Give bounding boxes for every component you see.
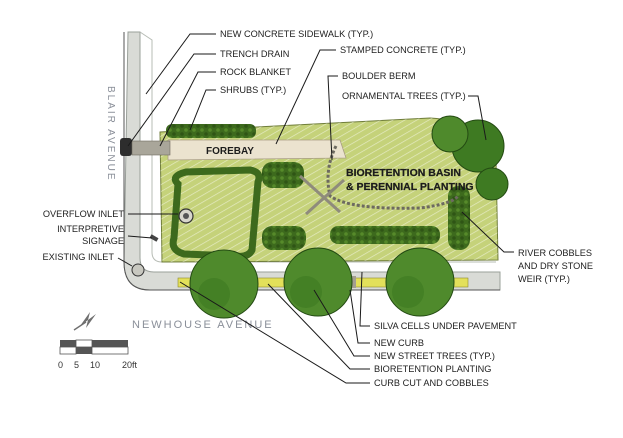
stamped-concrete-path	[167, 139, 347, 161]
existing-inlet	[131, 263, 145, 277]
callout-existing-inlet: EXISTING INLET	[43, 252, 115, 262]
callout-silva: SILVA CELLS UNDER PAVEMENT	[374, 321, 517, 331]
callout-stamped: STAMPED CONCRETE (TYP.)	[340, 45, 466, 55]
leader-river-cobbles	[461, 211, 514, 253]
scale-tick-20ft: 20ft	[122, 360, 138, 370]
street-tree-shade	[198, 278, 230, 310]
shrub-mass-right	[448, 186, 470, 250]
leader-boulder	[327, 75, 338, 161]
callout-river-cobbles-1: RIVER COBBLES	[518, 248, 592, 258]
leader-shrubs	[189, 89, 216, 131]
scale-bar	[59, 339, 129, 355]
callout-rock-blanket: ROCK BLANKET	[220, 67, 291, 77]
scale-tick-10: 10	[90, 360, 100, 370]
street-tree-shade	[290, 276, 322, 308]
leader-street-trees	[313, 289, 370, 357]
leader-silva	[359, 271, 370, 327]
trench-drain	[120, 138, 132, 156]
shrub-mass-center-low	[262, 226, 306, 250]
callout-boulder: BOULDER BERM	[342, 71, 416, 81]
boulder-berm	[326, 145, 460, 210]
callout-ornamental: ORNAMENTAL TREES (TYP.)	[342, 91, 466, 101]
cobble-weir	[298, 174, 346, 216]
forebay-label: FOREBAY	[206, 146, 254, 157]
callout-river-cobbles-3: WEIR (TYP.)	[518, 274, 570, 284]
leader-existing-inlet	[117, 257, 133, 267]
callout-interpretive-1: INTERPRETIVE	[57, 224, 124, 234]
leader-curb-cut	[179, 281, 370, 384]
shrub-mass-center	[262, 162, 304, 188]
shrub-mass-top	[166, 124, 256, 138]
leader-bio-planting	[267, 283, 370, 370]
basin-label-line2: & PERENNIAL PLANTING	[346, 181, 474, 193]
callout-bio-planting: BIORETENTION PLANTING	[374, 364, 491, 374]
curb-line	[123, 32, 500, 291]
scale-tick-0: 0	[58, 360, 63, 370]
shrub-mass-left	[169, 166, 263, 260]
callout-new-curb: NEW CURB	[374, 338, 424, 348]
ornamental-tree	[431, 115, 469, 153]
leader-stamped	[275, 49, 336, 145]
north-arrow-icon	[73, 312, 96, 331]
callout-sidewalk: NEW CONCRETE SIDEWALK (TYP.)	[220, 29, 373, 39]
newhouse-avenue-label: NEWHOUSE AVENUE	[132, 319, 274, 331]
leader-interpretive	[127, 235, 153, 239]
basin-label-line1: BIORETENTION BASIN	[346, 167, 461, 179]
callout-river-cobbles-2: AND DRY STONE	[518, 261, 593, 271]
leader-sidewalk	[145, 33, 216, 95]
leader-rock-blanket	[159, 71, 216, 147]
ornamental-tree	[475, 167, 509, 201]
overflow-inlet-grate	[183, 213, 189, 219]
callout-shrubs: SHRUBS (TYP.)	[220, 85, 286, 95]
callout-trench-drain: TRENCH DRAIN	[220, 49, 289, 59]
street-tree-shade	[392, 276, 424, 308]
scale-tick-5: 5	[74, 360, 79, 370]
rock-blanket	[131, 140, 171, 156]
blair-avenue-label: BLAIR AVENUE	[105, 86, 116, 182]
callout-interpretive-2: SIGNAGE	[82, 236, 124, 246]
shrub-mass-bottom	[330, 226, 440, 244]
leader-trench-drain	[127, 53, 216, 147]
callout-overflow: OVERFLOW INLET	[43, 209, 125, 219]
callout-street-trees: NEW STREET TREES (TYP.)	[374, 351, 495, 361]
leader-new-curb	[349, 289, 370, 344]
interpretive-sign	[149, 234, 159, 242]
callout-curb-cut: CURB CUT AND COBBLES	[374, 378, 489, 388]
leader-ornamental	[468, 95, 487, 141]
